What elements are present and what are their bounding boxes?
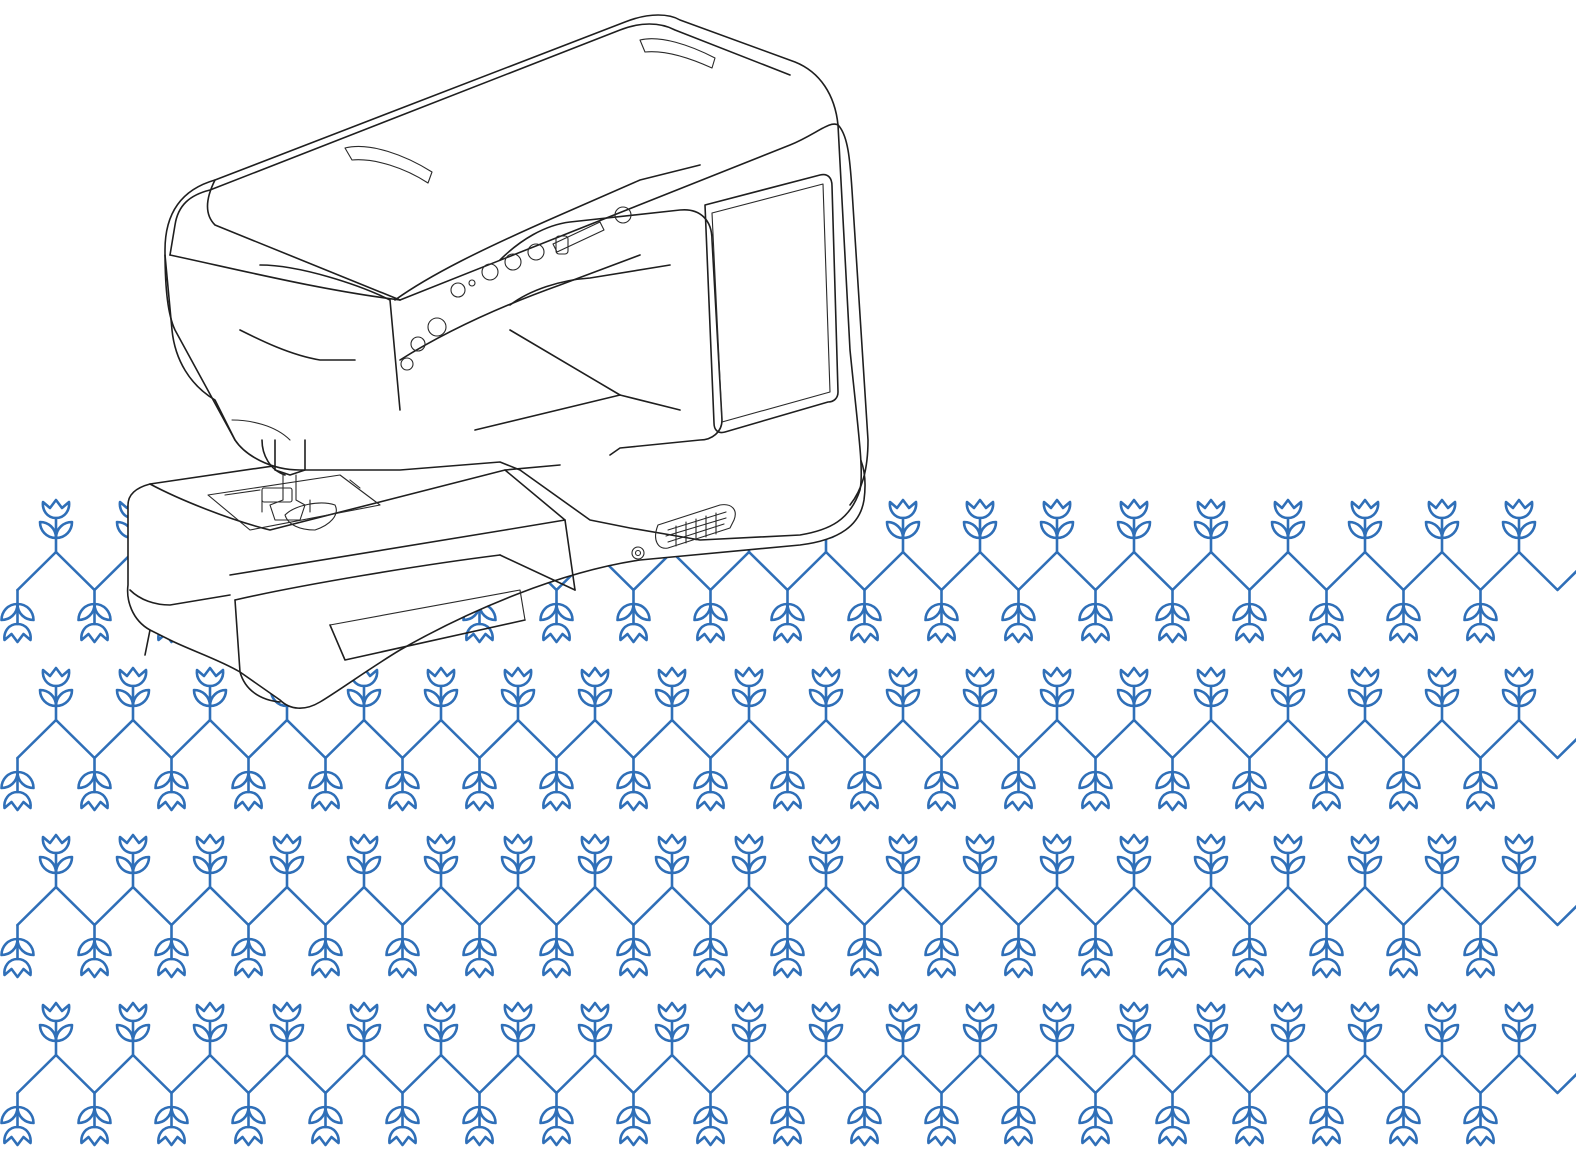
stitch-row bbox=[0, 833, 1576, 979]
stitch-row bbox=[0, 666, 1576, 812]
sewing-machine-drawing bbox=[126, 14, 869, 709]
stitch-row bbox=[0, 1001, 1576, 1147]
speaker-grille-dots bbox=[665, 511, 727, 547]
